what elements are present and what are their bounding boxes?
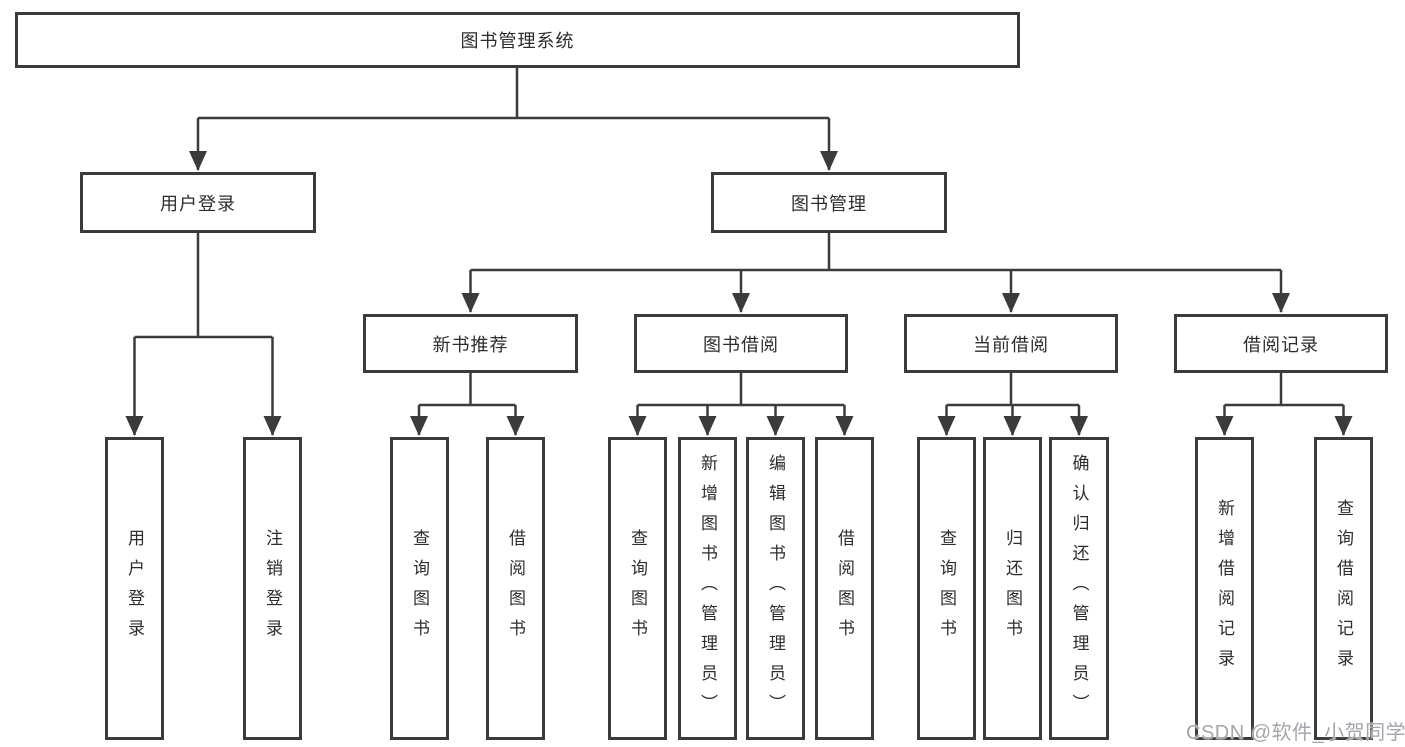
node-book-management: 图书管理: [711, 172, 947, 233]
leaf-user-login: 用户登录: [105, 437, 164, 740]
leaf-label: 新增借阅记录: [1215, 498, 1234, 679]
node-label: 图书借阅: [703, 334, 779, 355]
node-new-book-recommendation: 新书推荐: [363, 314, 578, 373]
node-label: 当前借阅: [973, 334, 1049, 355]
leaf-label: 新增图书（管理员）: [698, 453, 717, 724]
node-label: 图书管理系统: [460, 31, 575, 51]
node-book-borrowing: 图书借阅: [634, 314, 848, 373]
leaf-add-borrow-record: 新增借阅记录: [1195, 437, 1254, 740]
leaf-confirm-return-admin: 确认归还（管理员）: [1049, 437, 1109, 740]
leaf-label: 确认归还（管理员）: [1069, 453, 1089, 724]
node-borrowing-records: 借阅记录: [1174, 314, 1388, 373]
leaf-label: 注销登录: [263, 528, 282, 649]
leaf-borrow-book-1: 借阅图书: [486, 437, 545, 740]
leaf-label: 借阅图书: [506, 528, 525, 649]
leaf-edit-book-admin: 编辑图书（管理员）: [746, 437, 805, 740]
node-root-library-management-system: 图书管理系统: [15, 12, 1020, 68]
leaf-label: 借阅图书: [835, 528, 854, 649]
leaf-query-book-1: 查询图书: [390, 437, 449, 740]
node-label: 图书管理: [791, 193, 867, 214]
leaf-label: 查询图书: [937, 528, 956, 649]
leaf-query-book-2: 查询图书: [608, 437, 667, 740]
leaf-label: 归还图书: [1003, 528, 1022, 649]
leaf-add-book-admin: 新增图书（管理员）: [678, 437, 737, 740]
leaf-borrow-book-2: 借阅图书: [815, 437, 874, 740]
leaf-label: 查询借阅记录: [1334, 498, 1353, 679]
node-user-login: 用户登录: [80, 172, 316, 233]
csdn-watermark: CSDN @软件_小贺同学: [1186, 722, 1405, 744]
leaf-label: 查询图书: [410, 528, 429, 649]
leaf-logout: 注销登录: [243, 437, 302, 740]
node-current-borrowing: 当前借阅: [904, 314, 1118, 373]
node-label: 借阅记录: [1243, 334, 1319, 355]
leaf-query-borrow-record: 查询借阅记录: [1314, 437, 1373, 740]
leaf-label: 编辑图书（管理员）: [766, 453, 785, 724]
node-label: 用户登录: [160, 193, 236, 214]
node-label: 新书推荐: [432, 334, 509, 355]
leaf-query-book-3: 查询图书: [917, 437, 976, 740]
leaf-label: 用户登录: [125, 528, 144, 649]
leaf-label: 查询图书: [628, 528, 647, 649]
leaf-return-book: 归还图书: [983, 437, 1042, 740]
